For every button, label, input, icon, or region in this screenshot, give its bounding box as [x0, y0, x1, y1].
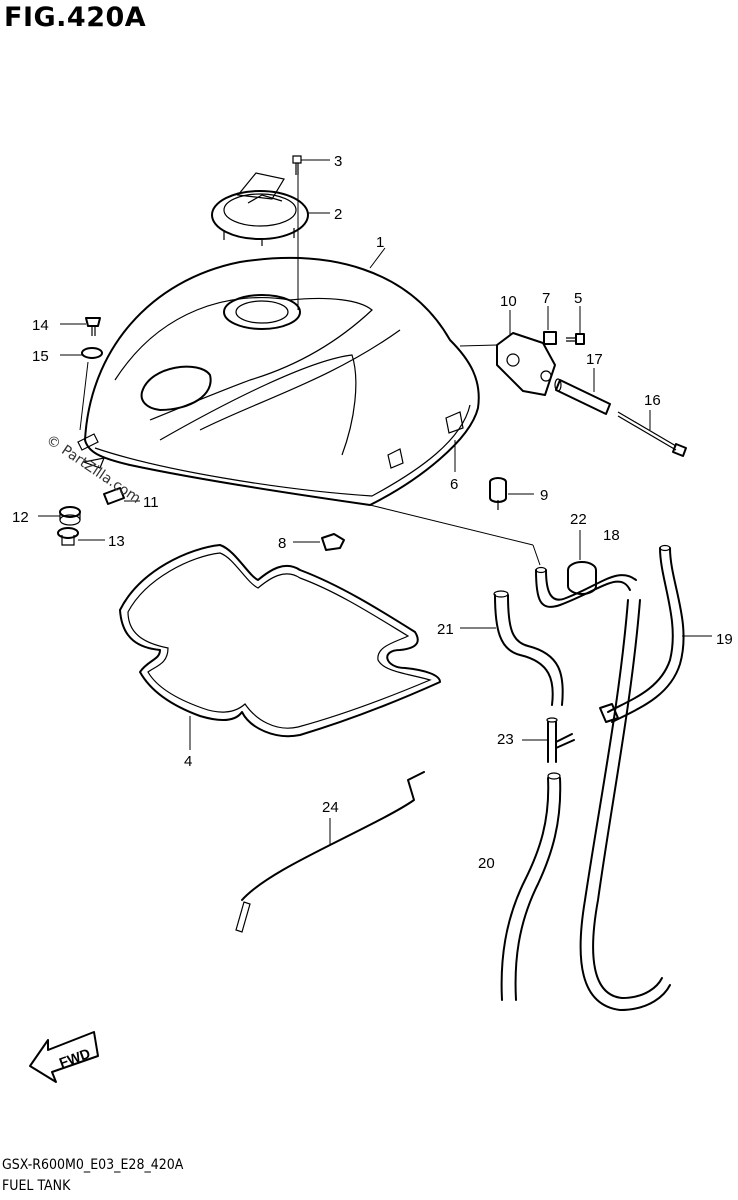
callout-14: 14 [32, 317, 49, 334]
part-4-seal[interactable] [119, 544, 441, 750]
part-11-bracket[interactable] [103, 487, 140, 505]
callout-22: 22 [570, 511, 587, 528]
part-16-bolt[interactable] [617, 410, 687, 457]
figure-title: FIG.420A [4, 2, 147, 33]
callout-24: 24 [322, 799, 339, 816]
callout-8: 8 [278, 535, 286, 552]
part-22-cap[interactable] [567, 530, 597, 595]
part-12-cushion[interactable] [38, 506, 81, 526]
part-17-sleeve[interactable] [554, 368, 611, 415]
part-2-fuel-cap[interactable] [211, 172, 330, 246]
part-18-hose[interactable] [535, 566, 637, 608]
part-9-damper[interactable] [489, 477, 534, 510]
callout-12: 12 [12, 509, 29, 526]
part-20-hose[interactable] [500, 599, 671, 1011]
callout-6: 6 [450, 476, 458, 493]
part-7-nut[interactable] [543, 306, 557, 345]
callout-5: 5 [574, 290, 582, 307]
callout-15: 15 [32, 348, 49, 365]
callout-18: 18 [603, 527, 620, 544]
part-15-washer[interactable] [60, 347, 103, 431]
callout-2: 2 [334, 206, 342, 223]
part-19-hose[interactable] [599, 544, 712, 723]
callout-4: 4 [184, 753, 192, 770]
diagram-caption: FUEL TANK [2, 1178, 71, 1194]
part-13-collar[interactable] [57, 527, 105, 546]
callout-11: 11 [143, 494, 159, 511]
callout-17: 17 [586, 351, 603, 368]
part-5-bolt[interactable] [566, 306, 585, 345]
callout-13: 13 [108, 533, 125, 550]
part-21-hose[interactable] [460, 590, 564, 706]
callout-16: 16 [644, 392, 661, 409]
callout-9: 9 [540, 487, 548, 504]
callout-23: 23 [497, 731, 514, 748]
fwd-label: FWD [57, 1045, 92, 1071]
callout-21: 21 [437, 621, 454, 638]
fwd-arrow-icon: FWD [29, 1031, 99, 1083]
part-3-screw[interactable] [292, 155, 330, 175]
part-14-bolt[interactable] [60, 317, 101, 336]
part-8-clip[interactable] [293, 533, 345, 551]
callout-7: 7 [542, 290, 550, 307]
part-1-fuel-tank[interactable] [77, 175, 480, 506]
callout-3: 3 [334, 153, 342, 170]
part-10-bracket[interactable] [459, 310, 556, 396]
part-23-joint[interactable] [522, 717, 575, 763]
callout-19: 19 [716, 631, 733, 648]
part-24-rod[interactable] [235, 771, 425, 933]
callout-20: 20 [478, 855, 495, 872]
callout-1: 1 [376, 234, 384, 251]
callout-10: 10 [500, 293, 517, 310]
diagram-code: GSX-R600M0_E03_E28_420A [2, 1157, 184, 1173]
